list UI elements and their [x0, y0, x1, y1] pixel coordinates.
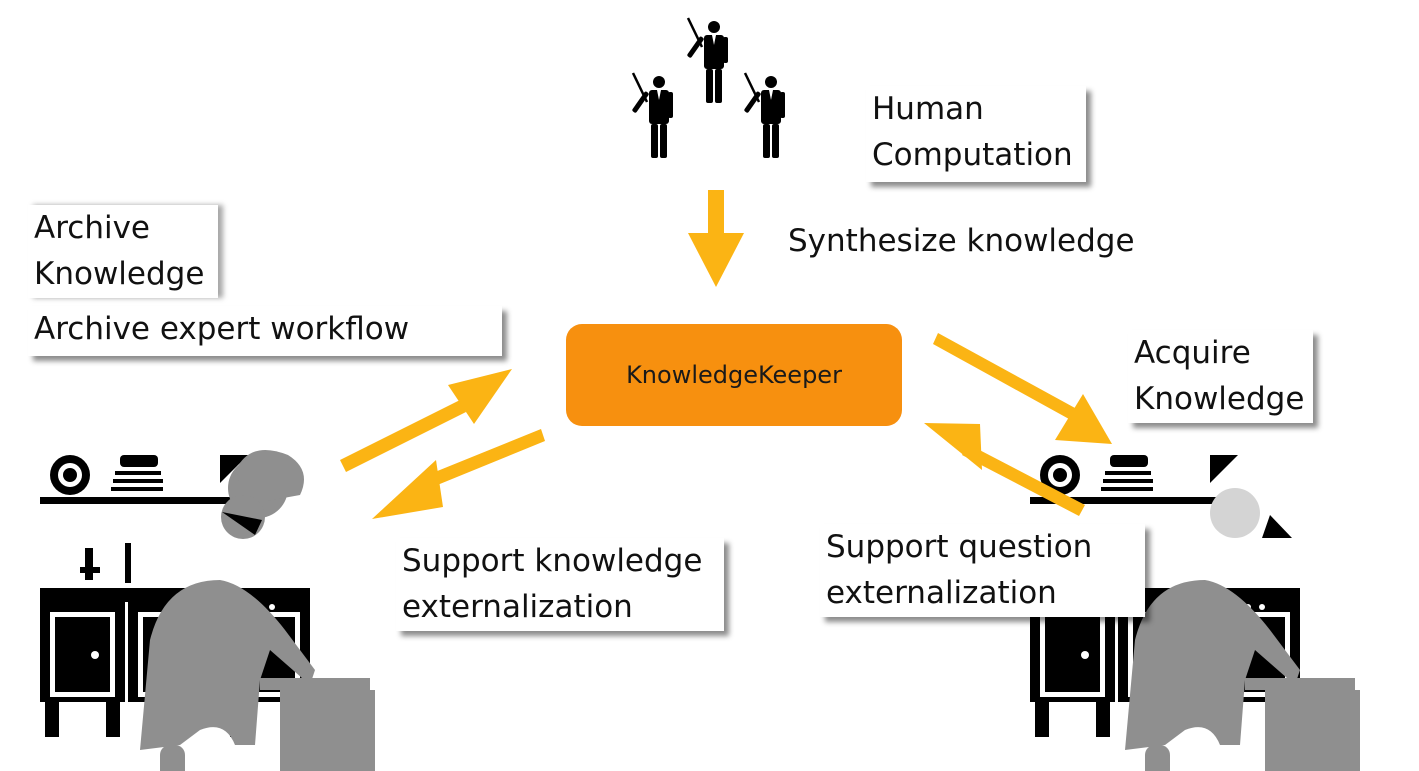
arrow-archive [340, 369, 512, 472]
archive-knowledge-label: Archive Knowledge [28, 205, 218, 298]
cook-icon [140, 580, 375, 771]
cook-icon [1125, 580, 1360, 771]
synthesize-knowledge-label: Synthesize knowledge [788, 223, 1135, 259]
presenter-icon [630, 16, 787, 160]
arrow-acquire [933, 333, 1112, 444]
arrow-synthesize [688, 190, 744, 287]
chef-icon [221, 450, 304, 539]
human-computation-label: Human Computation [866, 86, 1086, 182]
knowledgekeeper-node: KnowledgeKeeper [566, 324, 902, 426]
shelf-triangle-icon [1262, 515, 1292, 538]
support-question-label: Support question externalization [820, 524, 1145, 617]
archive-workflow-label: Archive expert workflow [28, 306, 502, 356]
arrow-support-question [924, 423, 1085, 516]
arrow-support-knowledge [372, 429, 545, 519]
knowledgekeeper-label: KnowledgeKeeper [626, 361, 842, 389]
arrows [340, 190, 1112, 519]
acquire-knowledge-label: Acquire Knowledge [1128, 330, 1313, 423]
cook-head-icon [1210, 488, 1260, 538]
support-knowledge-label: Support knowledge externalization [396, 538, 724, 631]
